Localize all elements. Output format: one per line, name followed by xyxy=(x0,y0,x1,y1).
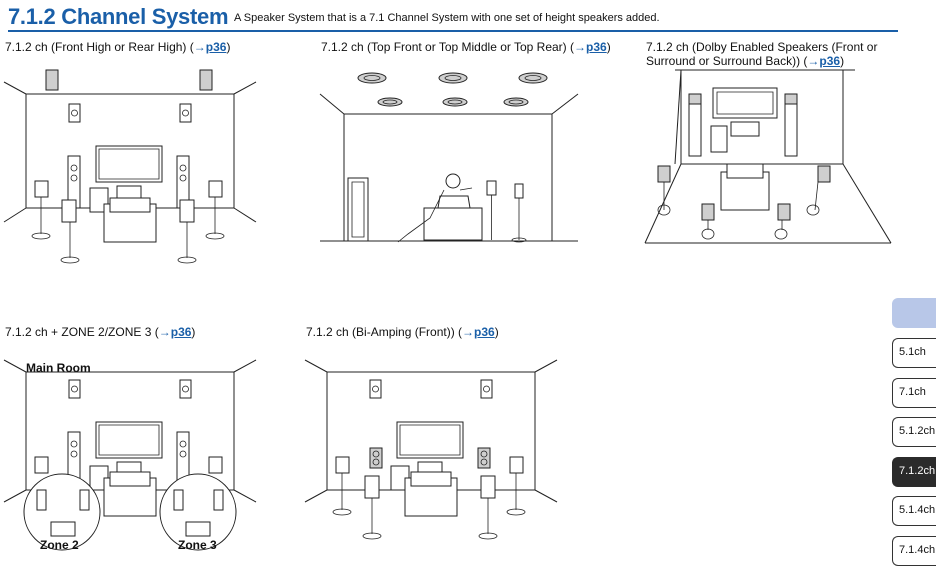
caption-bi-amping: 7.1.2 ch (Bi-Amping (Front)) (→p36) xyxy=(306,325,499,339)
tab-7-1-2ch[interactable]: 7.1.2ch xyxy=(892,457,936,487)
tab-5-1ch[interactable]: 5.1ch xyxy=(892,338,936,368)
page-link[interactable]: p36 xyxy=(474,325,495,339)
page-title: 7.1.2 Channel System xyxy=(8,4,229,29)
page-link[interactable]: p36 xyxy=(586,40,607,54)
page-header: 7.1.2 Channel System A Speaker System th… xyxy=(8,4,898,32)
tab-5-1-4ch[interactable]: 5.1.4ch xyxy=(892,496,936,526)
diagram-top-speakers xyxy=(320,68,578,244)
caption-dolby-enabled: 7.1.2 ch (Dolby Enabled Speakers (Front … xyxy=(646,40,878,68)
caption-top-front: 7.1.2 ch (Top Front or Top Middle or Top… xyxy=(321,40,611,54)
diagram-bi-amping xyxy=(305,352,557,542)
zone3-label: Zone 3 xyxy=(178,538,217,552)
diagram-front-high xyxy=(4,66,256,266)
caption-front-high: 7.1.2 ch (Front High or Rear High) (→p36… xyxy=(5,40,231,54)
page-link[interactable]: p36 xyxy=(819,54,841,68)
zone2-label: Zone 2 xyxy=(40,538,79,552)
caption-zone: 7.1.2 ch + ZONE 2/ZONE 3 (→p36) xyxy=(5,325,196,339)
page-subtitle: A Speaker System that is a 7.1 Channel S… xyxy=(234,12,660,24)
diagram-dolby-enabled xyxy=(645,70,895,245)
side-tab-highlight xyxy=(892,298,936,328)
tab-5-1-2ch[interactable]: 5.1.2ch xyxy=(892,417,936,447)
page-link[interactable]: p36 xyxy=(205,40,227,54)
tab-7-1-4ch[interactable]: 7.1.4ch xyxy=(892,536,936,566)
page-link[interactable]: p36 xyxy=(170,325,192,339)
diagram-zone: Zone 2 Zone 3 xyxy=(4,352,256,552)
tab-7-1ch[interactable]: 7.1ch xyxy=(892,378,936,408)
